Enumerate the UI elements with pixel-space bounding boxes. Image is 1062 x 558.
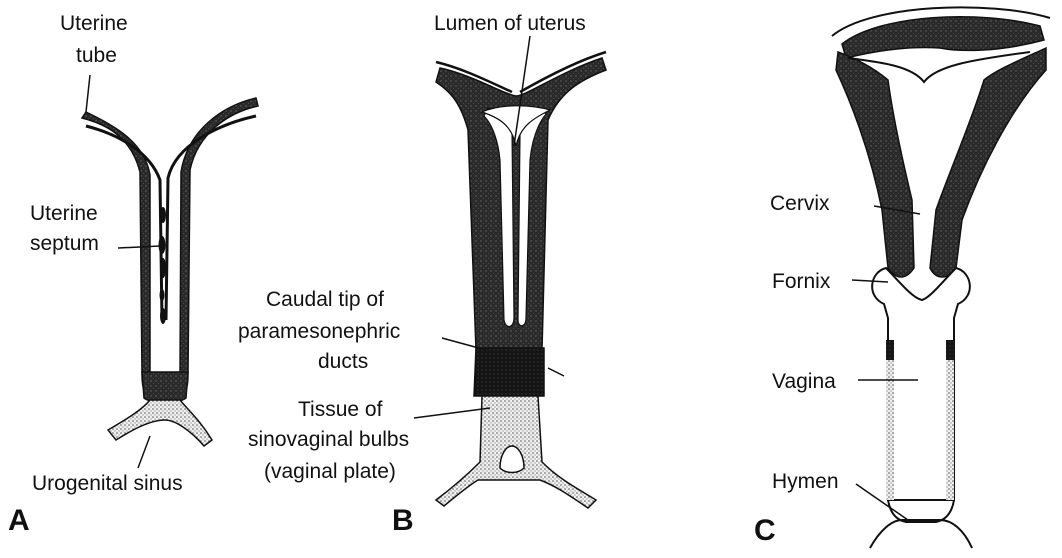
b-stray-mark <box>548 368 564 376</box>
panel-b: Lumen of uterus Caudal tip of paramesone… <box>238 12 606 537</box>
a-right-inner-wall <box>166 116 256 320</box>
c-fundus <box>842 17 1044 58</box>
a-sinus-leader <box>138 436 150 468</box>
a-uterine-tube-label-1: Uterine <box>60 12 128 35</box>
c-left-vaginal-wall-dark <box>886 340 894 360</box>
b-caudal-label-3: ducts <box>318 350 368 373</box>
panel-a-letter: A <box>8 504 30 537</box>
c-hymen <box>870 500 972 548</box>
a-septum-leader <box>118 246 160 248</box>
a-urogenital-sinus <box>108 400 212 446</box>
a-caudal-tip <box>142 372 188 403</box>
c-hymen-label: Hymen <box>772 470 839 493</box>
b-sino-label-2: sinovaginal bulbs <box>248 428 409 451</box>
a-tube-leader <box>86 75 90 112</box>
c-right-vaginal-wall-dots <box>946 360 954 500</box>
c-vagina-label: Vagina <box>772 370 836 393</box>
c-left-vaginal-wall-dots <box>886 360 894 500</box>
panel-c: Cervix Fornix Vagina Hymen C <box>754 7 1050 548</box>
a-uterine-septum-label-1: Uterine <box>30 202 98 225</box>
c-right-vaginal-wall-dark <box>946 340 954 360</box>
b-caudal-label-1: Caudal tip of <box>266 288 384 311</box>
a-uterine-septum-label-2: septum <box>30 232 99 255</box>
c-cervix-label: Cervix <box>770 192 830 215</box>
panel-b-letter: B <box>392 504 414 537</box>
b-caudal-tip <box>474 348 544 396</box>
b-sino-label-1: Tissue of <box>298 398 383 421</box>
a-right-tube-wall <box>170 98 258 402</box>
panel-a: Uterine tube Uterine septum Urogenital s… <box>8 12 258 537</box>
c-fornix-label: Fornix <box>772 270 831 293</box>
a-urogenital-sinus-label: Urogenital sinus <box>32 472 183 495</box>
b-lumen-label: Lumen of uterus <box>434 12 586 35</box>
panel-c-letter: C <box>754 514 776 547</box>
b-caudal-label-2: paramesonephric <box>238 320 400 343</box>
c-left-wall <box>836 52 914 277</box>
b-sino-leader <box>414 408 490 418</box>
a-left-tube-wall <box>82 112 160 402</box>
b-sino-label-3: (vaginal plate) <box>264 460 396 483</box>
a-uterine-tube-label-2: tube <box>76 44 117 67</box>
c-right-wall <box>930 48 1046 277</box>
